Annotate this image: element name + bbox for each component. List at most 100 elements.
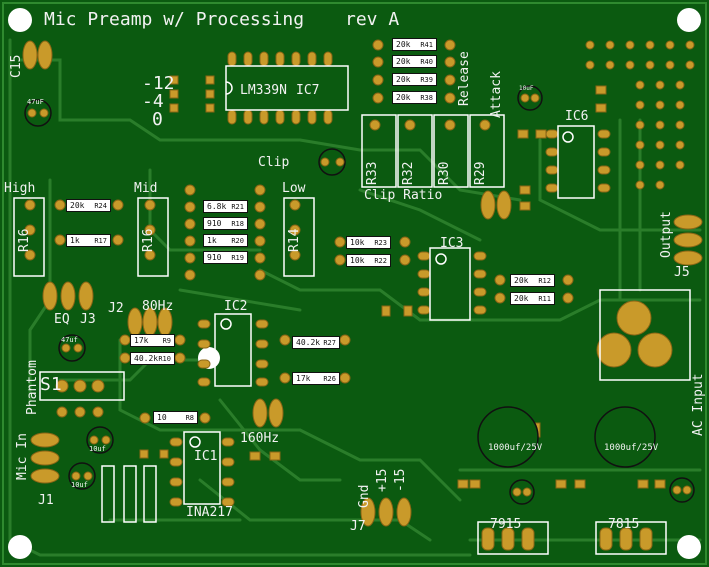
ic1-pins [169,437,235,507]
ic1-ref-label: IC1 [194,449,218,464]
regulator-7815-label: 7815 [608,517,640,532]
resistor-r23: 10k R23 [346,236,391,249]
resistor-value: 10 [157,413,167,422]
resistor-value: 20k [514,276,529,285]
resistor-ref: R10 [158,355,171,363]
board-title: Mic Preamp w/ Processing [44,9,305,30]
resistor-r19: 910 R19 [203,251,248,264]
resistor-value: 20k [70,201,85,210]
ic2-ref-label: IC2 [224,299,248,314]
ic2-pins [197,319,269,387]
resistor-r22: 10k R22 [346,254,391,267]
cap-10uf-a-label: 10uf [89,445,106,453]
attack-label: Attack [489,71,504,118]
resistor-ref: R38 [420,94,433,102]
resistor-value: 6.8k [207,202,227,211]
ic6-ref-label: IC6 [565,109,589,124]
resistor-value: 1k [207,236,217,245]
resistor-ref: R17 [94,237,107,245]
j7-label: J7 [350,519,366,534]
resistor-ref: R8 [185,414,194,422]
plus15-label: +15 [375,468,390,492]
resistor-ref: R40 [420,58,433,66]
cap-1000uf-b-label: 1000uf/25V [604,443,659,453]
mount-hole [677,535,701,559]
mount-hole [677,8,701,32]
cap-1000uf-a-label: 1000uf/25V [488,443,543,453]
r33-label: R33 [365,161,380,185]
ic3-ref-label: IC3 [440,236,464,251]
resistor-ref: R18 [231,220,244,228]
j1-label: J1 [38,493,54,508]
minus15-label: -15 [393,468,408,492]
threshold-label-minus4: -4 [142,91,164,112]
resistor-r17: 1k R17 [66,234,111,247]
cap-10uf-b-label: 10uf [71,481,88,489]
ic3-pins [417,251,487,315]
gnd-label: Gnd [357,484,372,508]
resistor-value: 910 [207,253,222,262]
resistor-ref: R12 [538,277,551,285]
cap-47uf-a-label: 47uF [27,98,44,106]
resistor-value: 17k [296,374,311,383]
mic-in-label: Mic In [15,433,30,480]
resistor-value: 17k [134,336,149,345]
pad-grid [585,40,695,190]
r32-label: R32 [401,161,416,185]
ic6-pins [545,129,611,193]
threshold-label-zero: 0 [152,109,163,130]
resistor-ref: R19 [231,254,244,262]
resistor-ref: R22 [374,257,387,265]
j3-label: J3 [80,312,96,327]
mount-hole [8,535,32,559]
s1-label: S1 [40,374,62,395]
resistor-value: 1k [70,236,80,245]
resistor-r38: 20k R38 [392,91,437,104]
j2-label: J2 [108,301,124,316]
mount-hole [8,8,32,32]
r29-label: R29 [473,161,488,185]
resistor-value: 910 [207,219,222,228]
resistor-value: 10k [350,256,365,265]
low-label: Low [282,181,306,196]
clip-ratio-label: Clip Ratio [364,188,443,203]
c15-label: C15 [9,54,24,78]
resistor-r12: 20k R12 [510,274,555,287]
resistor-value: 20k [396,93,411,102]
mid-label: Mid [134,181,158,196]
cap-47uf-b-label: 47uf [61,336,78,344]
phantom-label: Phantom [25,360,40,415]
resistor-value: 20k [396,75,411,84]
r16-mid-label: R16 [141,228,156,252]
cap-10uf-c-label: 10uF [519,85,534,92]
j5-label: J5 [674,265,690,280]
resistor-r40: 20k R40 [392,55,437,68]
resistor-ref: R23 [374,239,387,247]
hz80-label: 80Hz [142,299,174,314]
threshold-label-minus12: -12 [142,73,175,94]
regulator-7915-label: 7915 [490,517,522,532]
resistor-value: 10k [350,238,365,247]
clip-led-label: Clip [258,155,290,170]
resistor-r21: 6.8k R21 [203,200,248,213]
resistor-ref: R21 [231,203,244,211]
resistor-value: 20k [396,57,411,66]
r16-high-label: R16 [17,228,32,252]
r14-label: R14 [287,228,302,252]
resistor-ref: R20 [231,237,244,245]
resistor-ref: R41 [420,41,433,49]
resistor-r20: 1k R20 [203,234,248,247]
ic7-part-label: LM339N [240,83,287,98]
hz160-label: 160Hz [240,431,280,446]
resistor-ref: R11 [538,295,551,303]
resistor-r18: 910 R18 [203,217,248,230]
